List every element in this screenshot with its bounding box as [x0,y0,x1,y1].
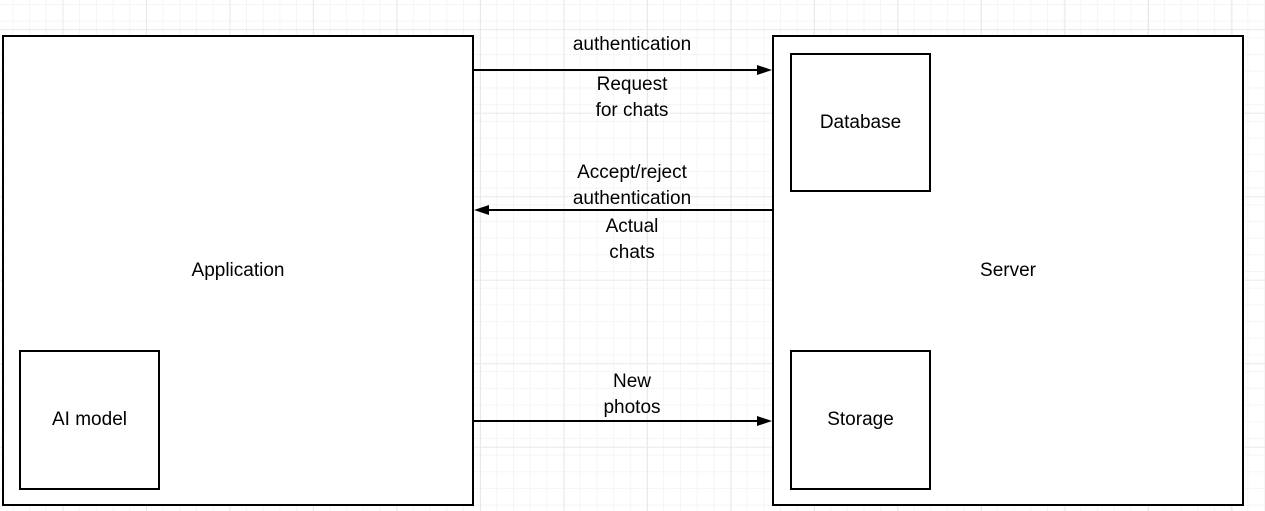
node-ai-model[interactable]: AI model [19,350,160,490]
edge-auth-response-label-above: Accept/reject authentication [572,162,692,209]
edge-auth-request-label-below: Request for chats [595,74,669,121]
edge-auth-response-line[interactable] [488,209,772,211]
edge-auth-response-arrowhead-icon [474,205,489,215]
edge-auth-request-arrowhead-icon [757,65,772,75]
edge-auth-request-line[interactable] [474,69,760,71]
node-storage-label: Storage [827,409,894,430]
edge-auth-response-label-below: Actual chats [605,216,659,263]
edge-auth-request-label-above: authentication [572,34,692,55]
node-database[interactable]: Database [790,53,931,192]
node-storage[interactable]: Storage [790,350,931,490]
edge-new-photos-line[interactable] [474,420,760,422]
node-application-label: Application [191,259,285,281]
node-server-label: Server [980,259,1036,281]
edge-new-photos-arrowhead-icon [757,416,772,426]
node-ai-model-label: AI model [52,409,127,430]
edge-new-photos-label-above: New photos [603,371,661,418]
node-database-label: Database [819,111,902,133]
